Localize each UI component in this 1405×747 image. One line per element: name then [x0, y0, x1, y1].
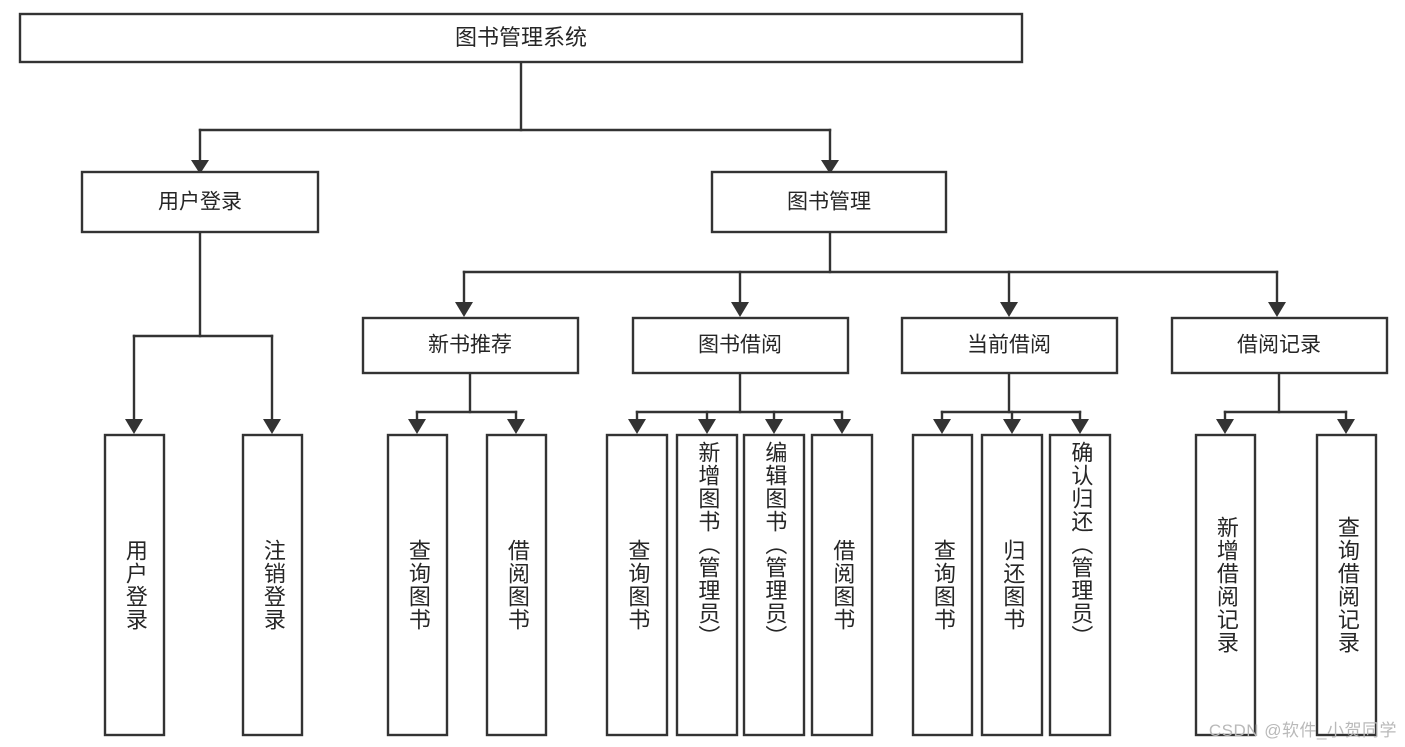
node-current-borrow[interactable]: 当前借阅 — [900, 316, 1119, 375]
node-current-borrow-label: 当前借阅 — [967, 334, 1051, 357]
node-new-book-recommend-label: 新书推荐 — [428, 334, 512, 357]
leaf-box-query-book-2[interactable] — [605, 433, 669, 737]
node-book-management[interactable]: 图书管理 — [710, 170, 948, 234]
arrowhead-leaf-return-book — [1003, 419, 1021, 434]
node-new-book-recommend-box[interactable] — [361, 316, 580, 375]
arrowhead-leaf-add-book — [698, 419, 716, 434]
leaf-boxes — [103, 433, 1378, 737]
leaf-box-add-book[interactable] — [675, 433, 739, 737]
connector-group-borrow-book — [628, 371, 851, 434]
node-borrow-record-label: 借阅记录 — [1237, 334, 1321, 357]
leaf-box-query-book-3[interactable] — [911, 433, 974, 737]
connector-group-root — [191, 60, 839, 174]
node-user-login[interactable]: 用户登录 — [80, 170, 320, 234]
node-book-borrow-box[interactable] — [631, 316, 850, 375]
arrowhead-leaf-add-record — [1216, 419, 1234, 434]
leaf-box-confirm-return[interactable] — [1048, 433, 1112, 737]
arrowhead-leaf-edit-book — [765, 419, 783, 434]
connector-group-borrow-record — [1216, 371, 1355, 434]
arrowhead-leaf-borrow-book-2 — [833, 419, 851, 434]
node-user-login-box[interactable] — [80, 170, 320, 234]
leaf-box-user-login[interactable] — [103, 433, 166, 737]
leaf-box-query-record[interactable] — [1315, 433, 1378, 737]
arrowhead-leaf-confirm-return — [1071, 419, 1089, 434]
leaf-box-return-book[interactable] — [980, 433, 1044, 737]
connector-group-user-login — [125, 230, 281, 434]
arrowhead-borrow-record — [1268, 302, 1286, 317]
node-book-borrow-label: 图书借阅 — [698, 334, 782, 357]
csdn-watermark: CSDN @软件_小贺同学 — [1208, 721, 1397, 740]
node-borrow-record-box[interactable] — [1170, 316, 1389, 375]
node-user-login-label: 用户登录 — [158, 191, 242, 214]
node-root[interactable]: 图书管理系统 — [18, 12, 1024, 64]
node-book-management-label: 图书管理 — [787, 191, 871, 214]
leaf-box-borrow-book-1[interactable] — [485, 433, 548, 737]
arrowhead-leaf-user-login — [125, 419, 143, 434]
leaf-box-edit-book[interactable] — [742, 433, 806, 737]
arrowhead-new-book — [455, 302, 473, 317]
arrowhead-user-login — [191, 160, 209, 174]
node-root-label: 图书管理系统 — [455, 25, 587, 50]
node-book-borrow[interactable]: 图书借阅 — [631, 316, 850, 375]
node-book-management-box[interactable] — [710, 170, 948, 234]
node-borrow-record[interactable]: 借阅记录 — [1170, 316, 1389, 375]
arrowhead-leaf-query-book-1 — [408, 419, 426, 434]
node-root-box[interactable] — [18, 12, 1024, 64]
node-current-borrow-box[interactable] — [900, 316, 1119, 375]
node-new-book-recommend[interactable]: 新书推荐 — [361, 316, 580, 375]
connector-group-new-book — [408, 371, 525, 434]
leaf-box-borrow-book-2[interactable] — [810, 433, 874, 737]
arrowhead-leaf-query-book-2 — [628, 419, 646, 434]
arrowhead-leaf-query-record — [1337, 419, 1355, 434]
connector-group-current-borrow — [933, 371, 1089, 434]
arrowhead-borrow-book — [731, 302, 749, 317]
arrowhead-book-mgmt — [821, 160, 839, 174]
arrowhead-leaf-borrow-book-1 — [507, 419, 525, 434]
arrowhead-current-borrow — [1000, 302, 1018, 317]
leaf-box-logout[interactable] — [241, 433, 304, 737]
leaf-box-add-record[interactable] — [1194, 433, 1257, 737]
arrowhead-leaf-query-book-3 — [933, 419, 951, 434]
arrowhead-leaf-logout — [263, 419, 281, 434]
leaf-box-query-book-1[interactable] — [386, 433, 449, 737]
connector-group-book-mgmt — [455, 230, 1286, 317]
